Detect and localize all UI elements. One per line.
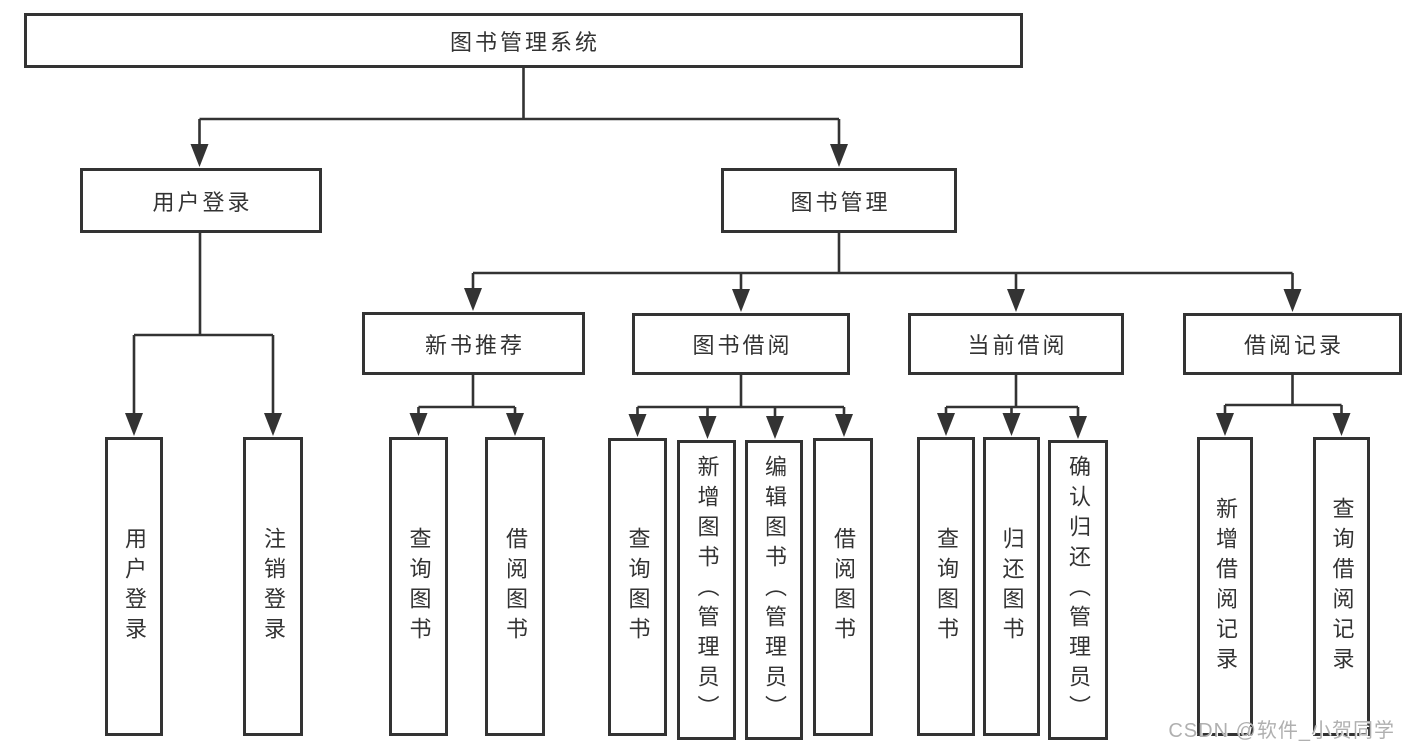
leaf-query-books-recommend: 查询图书 (389, 437, 448, 736)
leaf-return-books: 归还图书 (983, 437, 1040, 736)
leaf-query-books-current: 查询图书 (917, 437, 975, 736)
leaf-logout: 注销登录 (243, 437, 303, 736)
leaf-query-books-borrow: 查询图书 (608, 438, 667, 736)
leaf-borrow-books-recommend: 借阅图书 (485, 437, 545, 736)
leaf-add-books-admin: 新增图书（管理员） (677, 440, 736, 740)
leaf-user-login: 用户登录 (105, 437, 163, 736)
leaf-borrow-books: 借阅图书 (813, 438, 873, 736)
node-borrow-record: 借阅记录 (1183, 313, 1402, 375)
node-book-borrow: 图书借阅 (632, 313, 850, 375)
csdn-watermark: CSDN @软件_小贺同学 (1168, 720, 1395, 742)
node-book-management: 图书管理 (721, 168, 957, 233)
node-new-book-recommend: 新书推荐 (362, 312, 585, 375)
leaf-add-borrow-record: 新增借阅记录 (1197, 437, 1253, 736)
leaf-edit-books-admin: 编辑图书（管理员） (745, 440, 803, 740)
node-user-login: 用户登录 (80, 168, 322, 233)
node-library-system: 图书管理系统 (24, 13, 1023, 68)
node-current-borrow: 当前借阅 (908, 313, 1124, 375)
leaf-query-borrow-record: 查询借阅记录 (1313, 437, 1370, 736)
leaf-confirm-return-admin: 确认归还（管理员） (1048, 440, 1108, 740)
arrowheads (125, 144, 1351, 439)
